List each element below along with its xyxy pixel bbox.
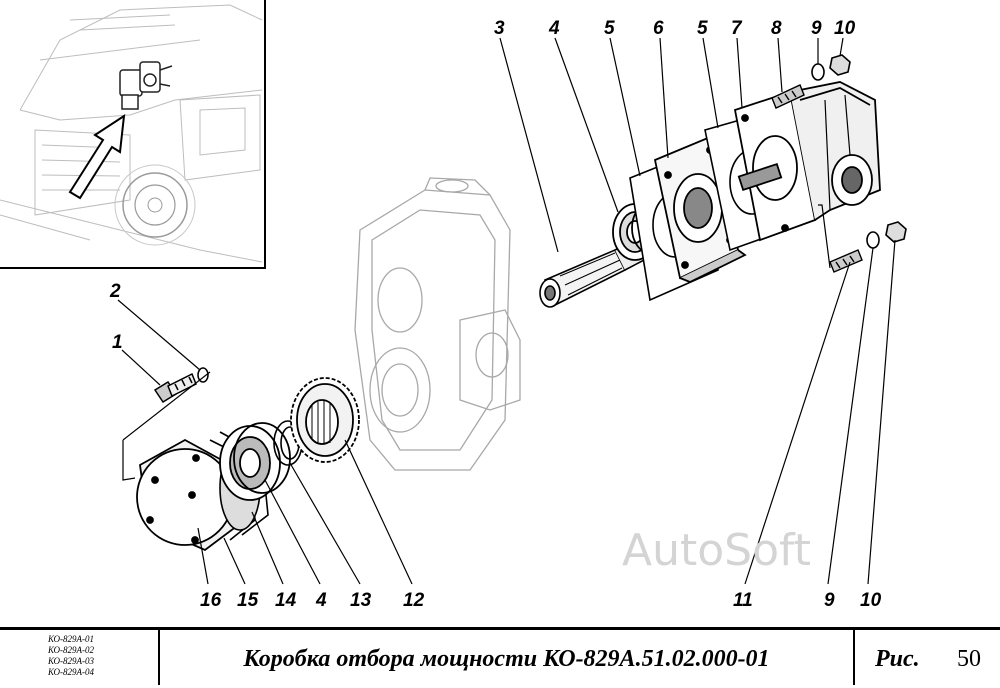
callout-12: 12 (403, 590, 425, 611)
callout-6: 6 (653, 18, 664, 39)
title-block: КО-829А-01 КО-829А-02 КО-829А-03 КО-829А… (0, 627, 1000, 685)
callout-2: 2 (109, 281, 121, 302)
washer (197, 367, 209, 383)
callout-4-lower: 4 (315, 590, 327, 611)
callout-9-lower: 9 (824, 590, 835, 611)
nut-upper (829, 54, 851, 76)
nut-lower (885, 221, 907, 243)
callout-16: 16 (200, 590, 222, 611)
callout-7: 7 (731, 18, 743, 39)
callout-1: 1 (112, 332, 123, 353)
callout-8: 8 (771, 18, 782, 39)
callout-labels: 3 4 5 6 5 7 8 9 10 2 1 16 15 14 4 13 12 … (109, 18, 882, 611)
pump-assembly (539, 54, 907, 308)
callout-9-upper: 9 (811, 18, 822, 39)
callout-13: 13 (350, 590, 372, 611)
washer-lower (866, 231, 880, 249)
model-list: КО-829А-01 КО-829А-02 КО-829А-03 КО-829А… (0, 630, 160, 685)
gearbox-housing (354, 177, 521, 471)
callout-4-upper: 4 (548, 18, 560, 39)
leader-lines (117, 37, 896, 585)
callout-10-upper: 10 (834, 18, 856, 39)
stud-lower (829, 249, 863, 273)
model-item: КО-829А-03 (48, 656, 95, 666)
gear-pump (733, 81, 881, 242)
callout-5-rear: 5 (697, 18, 708, 39)
callout-5-front: 5 (604, 18, 615, 39)
callout-3: 3 (494, 18, 505, 39)
spur-gear (290, 377, 360, 463)
watermark: AutoSoft (622, 525, 811, 576)
figure-number: 50 (957, 646, 981, 672)
exploded-assembly-diagram: AutoSoft 3 4 5 6 5 7 8 9 10 2 1 16 15 14… (0, 0, 907, 611)
callout-15: 15 (237, 590, 259, 611)
truck-location-inset (0, 0, 266, 269)
figure-label: Рис. (875, 646, 920, 672)
bearing-lower (219, 422, 291, 501)
model-item: КО-829А-02 (48, 645, 95, 655)
bolt (153, 372, 197, 404)
callout-11: 11 (733, 590, 753, 611)
callout-10-lower: 10 (860, 590, 882, 611)
drawing-title: Коробка отбора мощности КО-829А.51.02.00… (160, 630, 855, 685)
callout-14: 14 (275, 590, 297, 611)
model-item: КО-829А-01 (48, 634, 95, 644)
stud-upper (771, 84, 805, 109)
gear-assembly (122, 367, 360, 552)
washer-upper (811, 63, 825, 81)
model-item: КО-829А-04 (48, 667, 95, 677)
figure-reference: Рис. 50 (855, 630, 1000, 685)
